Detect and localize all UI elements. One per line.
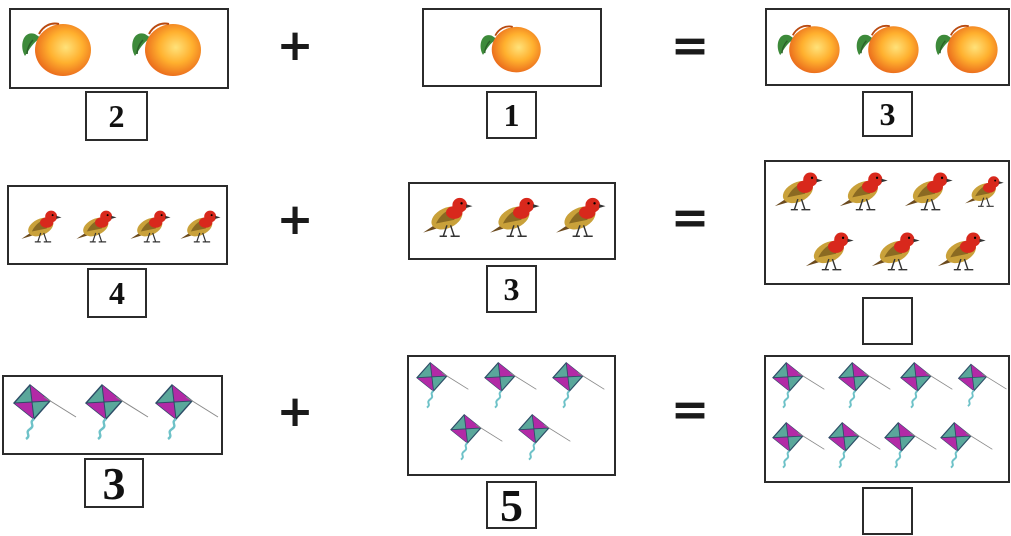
bird-icon xyxy=(831,166,893,218)
row2-equals-sign: = xyxy=(660,194,720,240)
kite-icon xyxy=(80,383,150,443)
bird-icon xyxy=(797,226,859,278)
row2-right-number-box: 3 xyxy=(486,265,537,313)
kite-icon xyxy=(768,360,826,412)
mango-icon xyxy=(773,12,845,82)
kite-icon xyxy=(936,420,994,472)
bird-icon xyxy=(414,191,478,245)
row2-left-number-box: 4 xyxy=(87,268,147,318)
row1-plus-sign: + xyxy=(265,24,325,68)
row3-left-number: 3 xyxy=(103,457,126,510)
mango-icon xyxy=(476,14,546,80)
bird-icon xyxy=(929,226,991,278)
bird-icon xyxy=(69,205,121,249)
row3-right-number-box: 5 xyxy=(486,481,537,529)
row3-left-number-box: 3 xyxy=(84,458,144,508)
bird-icon xyxy=(766,166,828,218)
kite-icon xyxy=(824,420,882,472)
kite-icon xyxy=(548,360,606,412)
bird-icon xyxy=(173,205,225,249)
bird-icon xyxy=(123,205,175,249)
mango-icon xyxy=(931,12,1003,82)
kite-icon xyxy=(896,360,954,412)
row1-equals-sign: = xyxy=(660,22,720,68)
bird-icon xyxy=(481,191,545,245)
row3-plus-sign: + xyxy=(265,390,325,434)
kite-icon xyxy=(834,360,892,412)
kite-icon xyxy=(768,420,826,472)
bird-icon xyxy=(14,205,66,249)
kite-icon xyxy=(514,412,572,464)
row1-result-number-box: 3 xyxy=(862,91,913,137)
kite-icon xyxy=(150,383,220,443)
row1-left-number: 2 xyxy=(109,98,125,135)
mango-icon xyxy=(14,12,100,82)
bird-icon xyxy=(958,166,1008,218)
row1-right-number: 1 xyxy=(504,97,520,134)
row1-right-number-box: 1 xyxy=(486,91,537,139)
row3-right-number: 5 xyxy=(500,479,523,532)
mango-icon xyxy=(852,12,924,82)
kite-icon xyxy=(880,420,938,472)
kite-icon xyxy=(480,360,538,412)
row1-left-number-box: 2 xyxy=(85,91,148,141)
bird-icon xyxy=(863,226,925,278)
mango-icon xyxy=(124,12,210,82)
kite-icon xyxy=(954,360,1008,412)
kite-icon xyxy=(446,412,504,464)
row1-result-number: 3 xyxy=(880,96,896,133)
row2-left-number: 4 xyxy=(109,275,125,312)
row2-right-number: 3 xyxy=(504,271,520,308)
row2-plus-sign: + xyxy=(265,198,325,242)
row3-result-number-box[interactable] xyxy=(862,487,913,535)
kite-icon xyxy=(412,360,470,412)
row3-equals-sign: = xyxy=(660,386,720,432)
bird-icon xyxy=(547,191,611,245)
bird-icon xyxy=(896,166,958,218)
row2-result-number-box[interactable] xyxy=(862,297,913,345)
kite-icon xyxy=(8,383,78,443)
